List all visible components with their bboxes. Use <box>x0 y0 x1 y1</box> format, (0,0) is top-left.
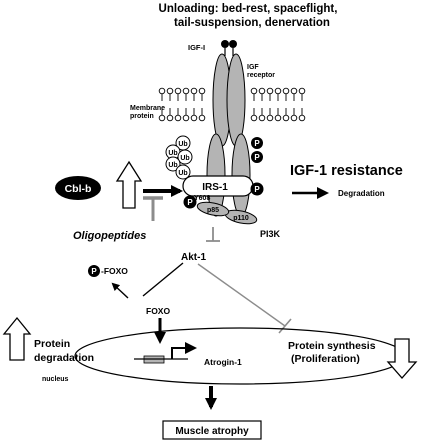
p110-label: p110 <box>233 215 249 222</box>
membrane-protein-bottom <box>298 108 306 122</box>
membrane-proteins <box>158 87 306 122</box>
irs1-protein: IRS-1 <box>182 175 254 197</box>
atrogin-label: Atrogin-1 <box>204 357 242 367</box>
degradation-increase-arrow <box>2 316 32 361</box>
muscle-atrophy-label: Muscle atrophy <box>175 426 249 437</box>
igf1-label: IGF-I <box>188 43 205 52</box>
membrane-protein-top <box>258 87 266 101</box>
y608-label: Y608 <box>194 195 210 202</box>
membrane-protein-bottom <box>174 108 182 122</box>
membrane-protein-top <box>290 87 298 101</box>
membrane-protein-bottom <box>266 108 274 122</box>
receptor-phospho-2: P <box>251 151 263 163</box>
svg-text:P: P <box>91 267 97 276</box>
foxo-phospho-arrow <box>111 282 129 299</box>
title-line2: tail-suspension, denervation <box>174 17 330 29</box>
membrane-protein-bottom <box>282 108 290 122</box>
membrane-protein-top <box>166 87 174 101</box>
p85-phospho: P <box>183 195 197 209</box>
membrane-protein-top <box>174 87 182 101</box>
protein-synthesis-label-2: (Proliferation) <box>291 353 360 365</box>
membrane-protein-top <box>250 87 258 101</box>
pfoxo-node: P -FOXO <box>88 265 128 277</box>
irs1-phospho: P <box>250 182 264 196</box>
receptor-phospho-1: P <box>251 137 263 149</box>
membrane-protein-top <box>266 87 274 101</box>
membrane-label-1: Membrane <box>130 105 165 112</box>
protein-degradation-label-2: degradation <box>34 352 94 364</box>
svg-text:P: P <box>254 185 260 194</box>
membrane-protein-top <box>298 87 306 101</box>
membrane-protein-bottom <box>290 108 298 122</box>
nucleus-label: nucleus <box>42 376 69 383</box>
protein-synthesis-label-1: Protein synthesis <box>288 340 376 352</box>
membrane-protein-bottom <box>258 108 266 122</box>
svg-text:Ub: Ub <box>168 150 177 157</box>
transcription-arrow <box>171 342 197 359</box>
pfoxo-label: -FOXO <box>101 266 128 276</box>
membrane-protein-bottom <box>158 108 166 122</box>
membrane-protein-bottom <box>190 108 198 122</box>
membrane-protein-bottom <box>198 108 206 122</box>
igf-receptor-label-2: receptor <box>247 72 275 79</box>
svg-text:Ub: Ub <box>168 162 177 169</box>
membrane-protein-top <box>182 87 190 101</box>
muscle-atrophy-box <box>162 420 262 440</box>
akt1-label: Akt-1 <box>181 252 206 263</box>
membrane-protein-bottom <box>274 108 282 122</box>
svg-text:P: P <box>187 198 193 207</box>
membrane-protein-top <box>282 87 290 101</box>
membrane-protein-bottom <box>250 108 258 122</box>
igf1-ligand <box>221 40 237 56</box>
degradation-label: Degradation <box>338 189 385 198</box>
irs1-label: IRS-1 <box>202 182 228 193</box>
svg-text:Ub: Ub <box>178 170 187 177</box>
igf-receptor-label-1: IGF <box>247 64 259 71</box>
oligopeptides-label: Oligopeptides <box>73 230 146 242</box>
membrane-protein-top <box>274 87 282 101</box>
protein-degradation-label-1: Protein <box>34 338 70 350</box>
membrane-protein-top <box>158 87 166 101</box>
cblb-increase-arrow <box>115 160 143 209</box>
cblb-node: Cbl-b <box>55 176 101 200</box>
membrane-label-2: protein <box>130 113 154 120</box>
membrane-protein-top <box>198 87 206 101</box>
svg-text:Ub: Ub <box>178 141 187 148</box>
pi3k-akt-inhibition <box>206 227 220 242</box>
svg-text:P: P <box>254 139 260 148</box>
akt-to-foxo-line <box>142 262 184 297</box>
svg-text:Ub: Ub <box>180 155 189 162</box>
p85-label: p85 <box>207 207 219 214</box>
svg-text:P: P <box>254 153 260 162</box>
membrane-protein-bottom <box>182 108 190 122</box>
pi3k-complex: p110 p85 <box>196 201 258 225</box>
cblb-label: Cbl-b <box>65 183 92 195</box>
foxo-label: FOXO <box>146 306 170 316</box>
pi3k-label: PI3K <box>260 229 281 239</box>
oligopeptides-inhibition <box>143 196 163 221</box>
title-line1: Unloading: bed-rest, spaceflight, <box>159 3 338 15</box>
ubiquitin-chain: Ub Ub Ub Ub Ub <box>165 135 193 180</box>
igf-resistance-label: IGF-1 resistance <box>290 163 403 179</box>
membrane-protein-top <box>190 87 198 101</box>
akt-synthesis-inhibition <box>197 263 292 334</box>
synthesis-decrease-arrow <box>386 338 418 379</box>
membrane-protein-bottom <box>166 108 174 122</box>
